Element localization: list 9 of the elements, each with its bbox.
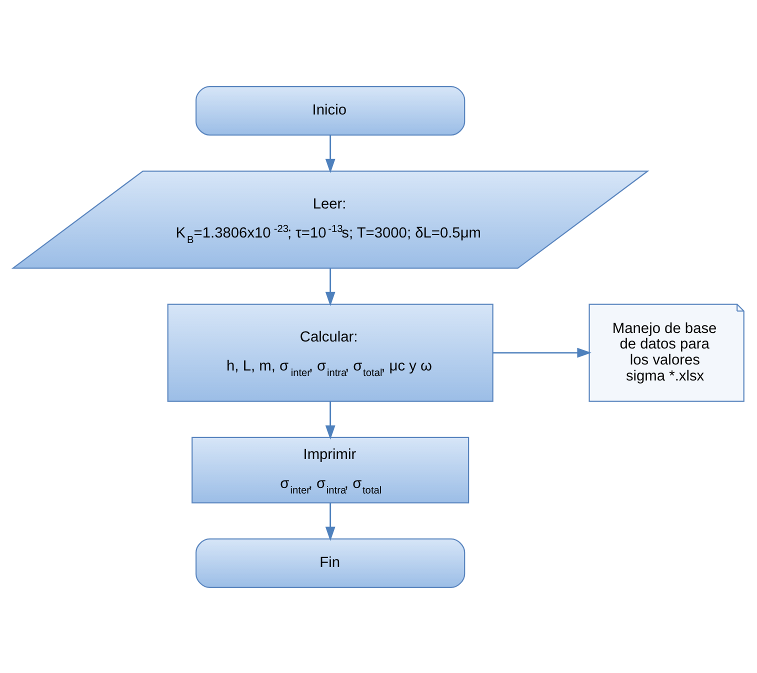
- arrow: [325, 134, 336, 173]
- node-box: Fin: [196, 538, 466, 588]
- node-box: Calcular: h, L, m, σ$_{inter}$, σ$_{intra}$, σ$_{total}$, μc y ω: [167, 303, 494, 402]
- arrow: [492, 347, 592, 358]
- node-box: Inicio: [196, 85, 466, 136]
- arrow: [325, 400, 336, 440]
- arrow: [325, 502, 336, 540]
- arrow: [325, 268, 336, 306]
- node-box: Imprimir σ$_{inter}$, σ$_{intra}$, σ$_{total}$: [192, 436, 470, 503]
